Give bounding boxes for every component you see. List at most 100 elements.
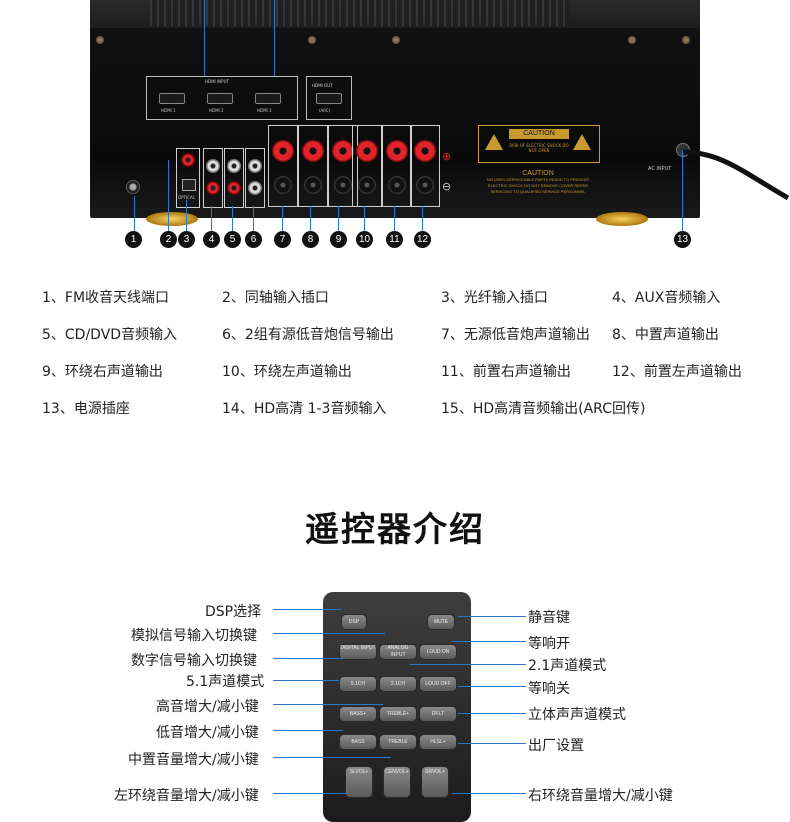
callout-number-2: 2 — [160, 231, 177, 248]
optical-input-jack[interactable] — [182, 179, 196, 191]
label-stereo-mode: 立体声声道模式 — [528, 707, 626, 723]
callout-number-6: 6 — [245, 231, 262, 248]
legend-item: 9、环绕右声道输出 — [42, 364, 163, 380]
callout-line-3 — [186, 200, 187, 231]
leader-line — [273, 757, 391, 758]
terminal-positive[interactable] — [272, 140, 294, 162]
hdmi-out-label: HDMI OUT — [312, 83, 333, 88]
speaker-terminal-7 — [268, 125, 298, 207]
amplifier-back-panel: HDMI INPUT HDMI 1 HDMI 2 HDMI 3 HDMI OUT… — [90, 0, 700, 226]
legend-item: 3、光纤输入插口 — [441, 290, 548, 306]
2-1ch-button[interactable]: 2.1CH — [379, 676, 417, 692]
terminal-negative[interactable] — [358, 176, 376, 194]
terminal-negative[interactable] — [274, 176, 292, 194]
screw — [628, 36, 636, 44]
sub-out-1-jack[interactable] — [248, 159, 262, 173]
caution-body-block: CAUTION NO USER-SERVICEABLE PARTS INSIDE… — [478, 170, 598, 195]
aux-left-jack[interactable] — [206, 159, 220, 173]
label-sr-volume: 右环绕音量增大/减小键 — [528, 788, 673, 804]
aux-input-group — [203, 148, 223, 208]
cd-left-jack[interactable] — [227, 159, 241, 173]
callout-line-10 — [364, 206, 365, 231]
vent-grille — [150, 0, 570, 26]
callout-line-4 — [211, 206, 212, 231]
legend-item: 12、前置左声道输出 — [612, 364, 742, 380]
coaxial-input-jack[interactable] — [181, 153, 195, 167]
ac-input-label: AC INPUT — [648, 166, 672, 172]
speaker-terminal-8 — [298, 125, 328, 207]
leader-line — [273, 658, 343, 659]
screw — [308, 36, 316, 44]
warning-triangle-icon — [573, 134, 591, 150]
terminal-positive[interactable] — [332, 140, 354, 162]
legend-item: 5、CD/DVD音频输入 — [42, 327, 178, 343]
cd-right-jack[interactable] — [227, 181, 241, 195]
caution-body-text: NO USER-SERVICEABLE PARTS INSIDE TO PREV… — [486, 177, 590, 194]
label-bass-adjust: 低音增大/减小键 — [156, 725, 259, 741]
terminal-positive[interactable] — [386, 140, 408, 162]
dflt-button[interactable]: DFLT — [419, 706, 457, 722]
caution-title: CAUTION — [509, 129, 569, 139]
label-analog-switch: 模拟信号输入切换键 — [131, 628, 257, 644]
label-factory-reset: 出厂设置 — [528, 738, 584, 754]
analog-input-button[interactable]: ANALOG INPUT — [379, 644, 417, 660]
callout-number-8: 8 — [302, 231, 319, 248]
bass-down-button[interactable]: BASS — [339, 734, 377, 750]
terminal-negative[interactable] — [416, 176, 434, 194]
remote-section-title: 遥控器介绍 — [305, 510, 485, 550]
terminal-positive[interactable] — [356, 140, 378, 162]
hdmi-1-port[interactable] — [159, 93, 185, 104]
callout-line-13 — [682, 150, 683, 231]
treble-up-button[interactable]: TREBLE+ — [379, 706, 417, 722]
power-cable — [681, 149, 790, 201]
legend-item: 7、无源低音炮声道输出 — [441, 327, 590, 343]
hdmi-2-port[interactable] — [207, 93, 233, 104]
aux-right-jack[interactable] — [206, 181, 220, 195]
cen-vol-button[interactable]: CENVOL+ — [383, 766, 411, 798]
leader-line — [458, 686, 526, 687]
warning-triangle-icon — [485, 134, 503, 150]
callout-number-9: 9 — [330, 231, 347, 248]
hdmi-input-label: HDMI INPUT — [205, 79, 229, 84]
sr-vol-button[interactable]: SRVOL+ — [421, 766, 449, 798]
speaker-terminal-11 — [382, 125, 412, 207]
sl-vol-button[interactable]: SLVOL+ — [345, 766, 373, 798]
leader-line — [273, 704, 383, 705]
caution-warning-text: RISK OF ELECTRIC SHOCK DO NOT OPEN — [509, 143, 569, 153]
terminal-negative[interactable] — [388, 176, 406, 194]
caution-label: CAUTION RISK OF ELECTRIC SHOCK DO NOT OP… — [478, 125, 600, 163]
fm-antenna-port[interactable] — [126, 180, 140, 194]
5-1ch-button[interactable]: 5.1CH — [339, 676, 377, 692]
legend-item: 10、环绕左声道输出 — [222, 364, 352, 380]
leader-line — [273, 680, 339, 681]
screw — [392, 36, 400, 44]
legend-item: 8、中置声道输出 — [612, 327, 719, 343]
hdmi-3-port[interactable] — [255, 93, 281, 104]
hdmi-1-label: HDMI 1 — [161, 108, 176, 113]
leader-line — [273, 730, 343, 731]
loud-on-button[interactable]: LOUD ON — [419, 644, 457, 660]
leader-line — [410, 664, 526, 665]
mute-button[interactable]: MUTE — [427, 614, 455, 630]
hdmi-out-group: HDMI OUT (ARC) — [306, 76, 352, 120]
hlsl-button[interactable]: HLSL+ — [419, 734, 457, 750]
terminal-positive[interactable] — [302, 140, 324, 162]
callout-line-7 — [282, 206, 283, 231]
callout-number-13: 13 — [674, 231, 691, 248]
terminal-negative[interactable] — [304, 176, 322, 194]
screw — [96, 36, 104, 44]
sub-out-2-jack[interactable] — [248, 181, 262, 195]
hdmi-out-port[interactable] — [316, 93, 342, 104]
dsp-button[interactable]: DSP — [341, 614, 367, 630]
treble-down-button[interactable]: TREBLE — [379, 734, 417, 750]
legend-item: 11、前置右声道输出 — [441, 364, 571, 380]
leader-line — [273, 633, 385, 634]
terminal-positive[interactable] — [414, 140, 436, 162]
terminal-negative[interactable] — [334, 176, 352, 194]
legend-item: 2、同轴输入插口 — [222, 290, 329, 306]
callout-line-6 — [253, 206, 254, 231]
label-center-volume: 中置音量增大/减小键 — [128, 752, 259, 768]
digital-input-button[interactable]: DIGITAL INPUT — [339, 644, 377, 660]
loud-off-button[interactable]: LOUD OFF — [419, 676, 457, 692]
bass-up-button[interactable]: BASS+ — [339, 706, 377, 722]
